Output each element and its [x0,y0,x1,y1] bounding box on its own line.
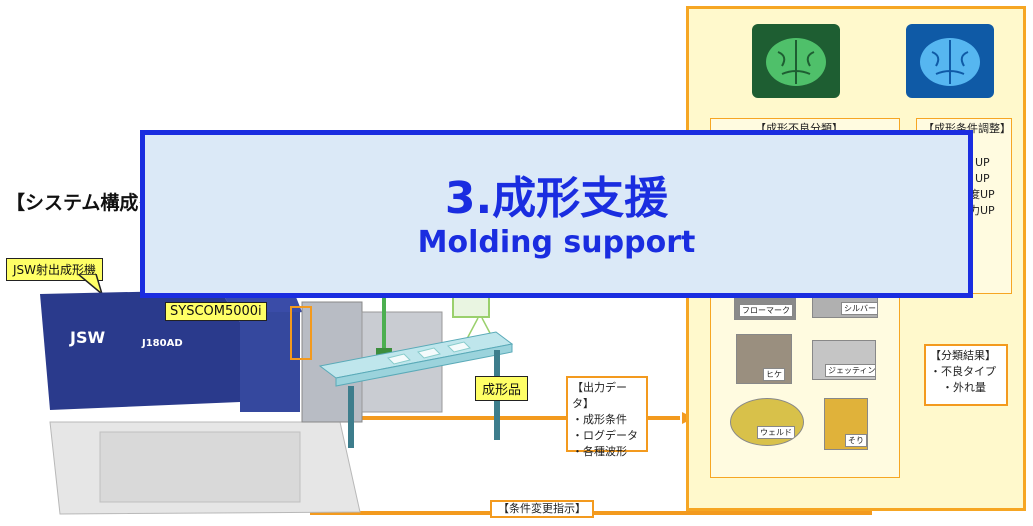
condition-adjust-item: 度UP [969,188,995,201]
classification-result-item: ・外れ量 [942,381,986,394]
camera-image [452,296,490,318]
output-data-item: ・各種波形 [572,445,627,458]
condition-adjust-item: UP [975,156,990,169]
conveyor-table [318,331,514,448]
product-callout: 成形品 [475,376,529,401]
banner-title: 3.成形支援 [444,173,669,224]
condition-adjust-item: 力UP [969,204,995,217]
condition-change-box: 【条件変更指示】 [490,500,594,518]
output-data-title: 【出力データ】 [572,381,627,410]
output-data-item: ・成形条件 [572,413,627,426]
controller-callout: SYSCOM5000i [165,302,267,321]
defect-thumb-jetting: ジェッティング [812,340,876,380]
defect-thumb-sink: ヒケ [736,334,792,384]
classification-result-item: ・不良タイプ [930,365,996,378]
machine-callout: JSW射出成形機 [6,258,104,281]
machine-brand-label: JSW [70,328,106,347]
green-brain-icon [752,24,840,98]
title-banner: 3.成形支援 Molding support [140,130,973,298]
defect-thumb-weld: ウェルド [730,398,804,446]
banner-subtitle: Molding support [417,225,696,260]
defect-thumb-warp: そり [824,398,868,450]
classification-result-title: 【分類結果】 [930,349,996,362]
camera-pole [382,298,386,350]
condition-adjust-item: UP [975,172,990,185]
system-header: 【システム構成イ [6,192,158,214]
classification-result-box: 【分類結果】 ・不良タイプ ・外れ量 [924,344,1008,406]
defect-thumb-flowmark: フローマーク [734,294,796,320]
machine-callout-pointer [78,274,104,296]
controller-highlight [290,306,312,360]
output-data-item: ・ログデータ [572,429,638,442]
blue-brain-icon [906,24,994,98]
machine-model-label: J180AD [142,338,183,349]
output-data-box: 【出力データ】 ・成形条件 ・ログデータ ・各種波形 [566,376,648,458]
